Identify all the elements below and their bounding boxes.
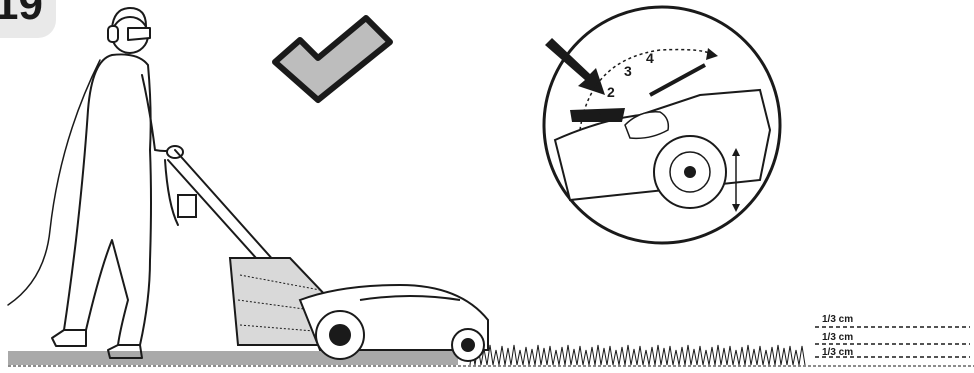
cut-height-label-top: 1/3 cm [822,314,853,325]
cut-height-label-middle: 1/3 cm [822,332,853,343]
position-label-4: 4 [646,50,654,66]
cut-height-lines [815,326,970,358]
step-badge: 19 [0,0,56,38]
operator-figure [7,7,184,359]
uncut-grass [469,344,806,366]
cut-height-label-bottom: 1/3 cm [822,347,853,358]
detail-inset [542,5,782,245]
arc-arrowhead-icon [706,48,718,60]
position-label-3: 3 [624,63,632,79]
front-wheel [315,310,365,360]
grass-catcher [228,257,331,346]
rear-wheel [451,328,485,362]
position-label-1: 1 [598,109,606,125]
pointer-arrow-icon [545,38,605,95]
checkmark-icon [272,15,393,103]
ground-strip [8,351,458,365]
step-number: 19 [0,0,43,29]
position-label-2: 2 [607,84,615,100]
